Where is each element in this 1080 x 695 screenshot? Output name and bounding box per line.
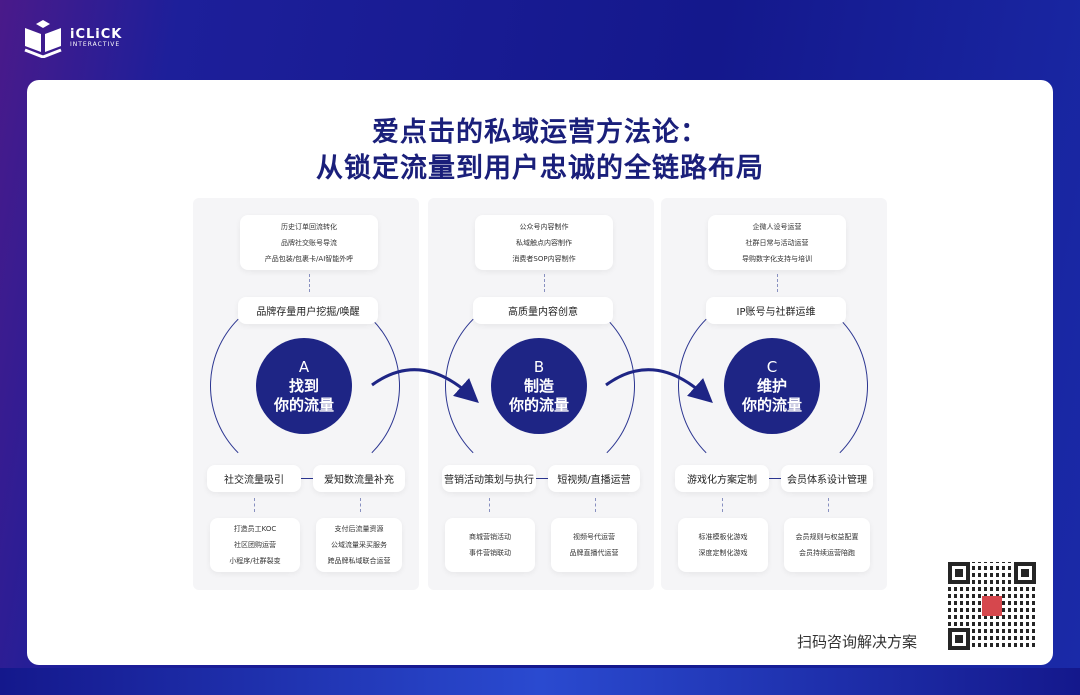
- arrow-down-icon: [360, 498, 361, 512]
- top-items-box: 企微人设号运营社群日常与活动运营导购数字化支持与培训: [708, 215, 846, 270]
- top-items-box: 历史订单回流转化品牌社交账号导流产品包装/包裹卡/AI智能外呼: [240, 215, 378, 270]
- arrow-up-icon: [777, 274, 778, 292]
- title-line-1: 爱点击的私域运营方法论：: [372, 117, 708, 148]
- title-line-2: 从锁定流量到用户忠诚的全链路布局: [316, 153, 764, 184]
- right-label: 会员体系设计管理: [781, 465, 873, 492]
- left-items-box: 标准模板化游戏深度定制化游戏: [678, 518, 768, 572]
- list-item: 会员规则与权益配置: [795, 533, 859, 541]
- left-label: 营销活动策划与执行: [442, 465, 536, 492]
- list-item: 跨品牌私域联合运营: [327, 557, 391, 565]
- arrow-b-to-c: [605, 368, 713, 404]
- stage-name-2: 你的流量: [741, 395, 802, 414]
- qr-logo-icon: [982, 596, 1002, 616]
- list-item: 公域流量采买服务: [331, 541, 387, 549]
- list-item: 小程序/社群裂变: [229, 557, 281, 565]
- list-item: 历史订单回流转化: [281, 222, 337, 231]
- arrow-down-icon: [828, 498, 829, 512]
- list-item: 公众号内容制作: [519, 222, 569, 231]
- qr-code[interactable]: [948, 562, 1036, 650]
- orbit-ring: [210, 291, 400, 481]
- arrow-down-icon: [254, 498, 255, 512]
- right-items-box: 支付后流量资源公域流量采买服务跨品牌私域联合运营: [316, 518, 402, 572]
- orbit-ring: [445, 291, 635, 481]
- list-item: 会员持续运营陪跑: [799, 549, 855, 557]
- connector-line: [300, 478, 316, 479]
- top-label: 高质量内容创意: [473, 297, 613, 324]
- list-item: 导购数字化支持与培训: [742, 254, 812, 263]
- list-item: 社区团购运营: [234, 541, 276, 549]
- panel-c: 企微人设号运营社群日常与活动运营导购数字化支持与培训 IP账号与社群运维 C 维…: [661, 198, 887, 590]
- list-item: 商城营销活动: [469, 533, 511, 541]
- arrow-up-icon: [309, 274, 310, 292]
- top-label: IP账号与社群运维: [706, 297, 846, 324]
- stage-circle: A 找到 你的流量: [256, 338, 352, 434]
- right-label: 爱知数流量补充: [313, 465, 405, 492]
- brand-sub: INTERACTIVE: [70, 41, 121, 48]
- connector-line: [535, 478, 551, 479]
- stage-circle: C 维护 你的流量: [724, 338, 820, 434]
- list-item: 标准模板化游戏: [698, 533, 748, 541]
- connector-line: [768, 478, 784, 479]
- left-items-box: 打造员工KOC 社区团购运营小程序/社群裂变: [210, 518, 300, 572]
- arrow-down-icon: [595, 498, 596, 512]
- list-item: 视频号代运营: [573, 533, 615, 541]
- list-item: 产品包装/包裹卡/AI智能外呼: [264, 254, 354, 263]
- top-label: 品牌存量用户挖掘/唤醒: [238, 297, 378, 324]
- stage-letter: B: [533, 357, 545, 376]
- left-items-box: 商城营销活动事件营销联动: [445, 518, 535, 572]
- list-item: 社群日常与活动运营: [745, 238, 809, 247]
- logo-book-icon: [24, 20, 62, 58]
- orbit-ring: [678, 291, 868, 481]
- list-item: 企微人设号运营: [752, 222, 802, 231]
- list-item: 私域触点内容制作: [516, 238, 572, 247]
- stage-name-1: 制造: [523, 376, 554, 395]
- arrow-down-icon: [722, 498, 723, 512]
- list-item: 支付后流量资源: [334, 525, 384, 533]
- stage-letter: C: [766, 357, 778, 376]
- list-item: 品牌直播代运营: [569, 549, 619, 557]
- brand-name: iCLiCK: [70, 27, 123, 42]
- panel-a: 历史订单回流转化品牌社交账号导流产品包装/包裹卡/AI智能外呼 品牌存量用户挖掘…: [193, 198, 419, 590]
- left-label: 游戏化方案定制: [675, 465, 769, 492]
- left-label: 社交流量吸引: [207, 465, 301, 492]
- right-items-box: 会员规则与权益配置会员持续运营陪跑: [784, 518, 870, 572]
- cta-text: 扫码咨询解决方案: [797, 633, 918, 651]
- list-item: 品牌社交账号导流: [281, 238, 337, 247]
- right-label: 短视频/直播运营: [548, 465, 640, 492]
- list-item: 事件营销联动: [469, 549, 511, 557]
- footer-bar: [0, 668, 1080, 695]
- list-item: 深度定制化游戏: [698, 549, 748, 557]
- stage-letter: A: [298, 357, 310, 376]
- list-item: 打造员工KOC: [233, 525, 277, 533]
- arrow-a-to-b: [371, 368, 479, 404]
- right-items-box: 视频号代运营品牌直播代运营: [551, 518, 637, 572]
- arrow-up-icon: [544, 274, 545, 292]
- stage-name-2: 你的流量: [273, 395, 334, 414]
- stage-name-2: 你的流量: [508, 395, 569, 414]
- arrow-down-icon: [489, 498, 490, 512]
- list-item: 消费者SOP内容制作: [512, 254, 576, 263]
- stage-name-1: 维护: [756, 376, 787, 395]
- stage-circle: B 制造 你的流量: [491, 338, 587, 434]
- stage-name-1: 找到: [288, 376, 319, 395]
- top-items-box: 公众号内容制作私域触点内容制作消费者SOP内容制作: [475, 215, 613, 270]
